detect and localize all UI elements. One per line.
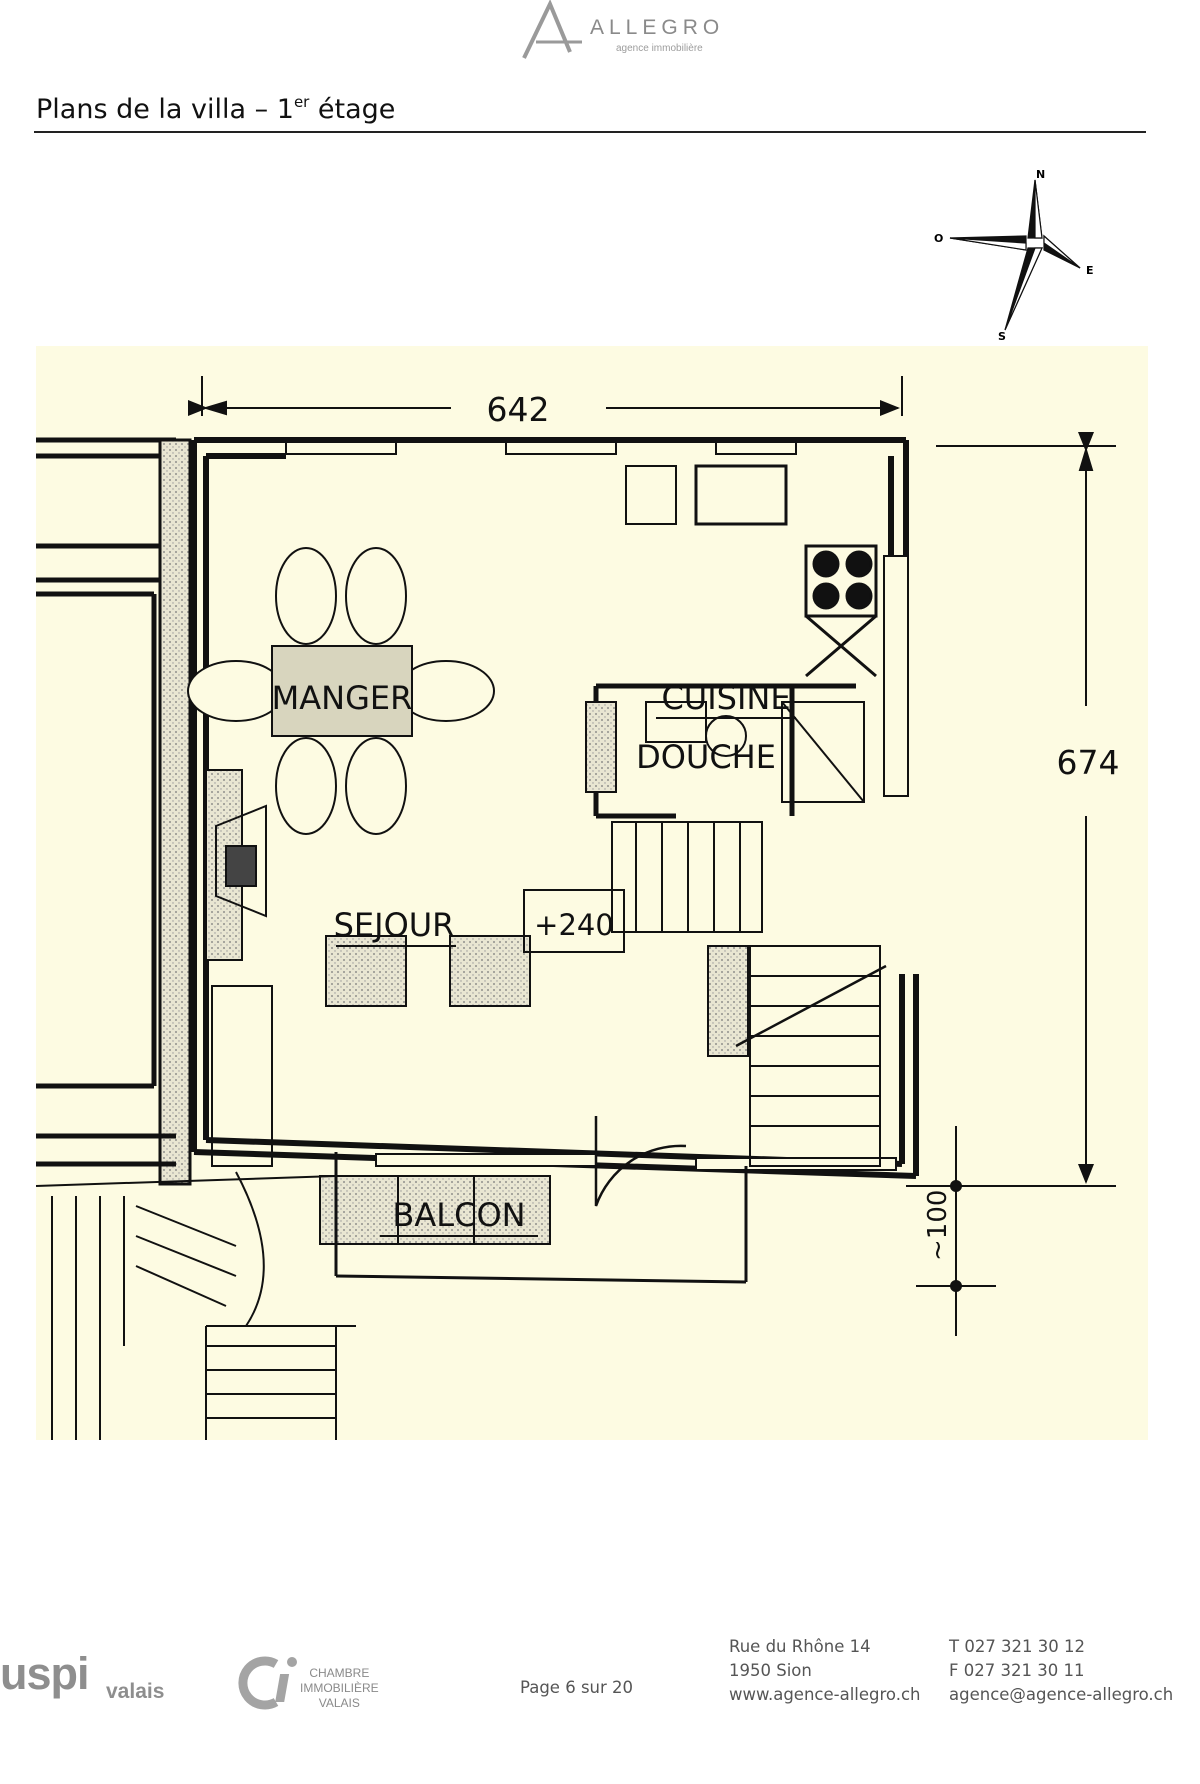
kitchen-stove (804, 544, 878, 678)
room-label-underlines (336, 717, 796, 1237)
page-total: 20 (612, 1678, 634, 1697)
compass-west: O (934, 232, 943, 245)
fireplace (205, 769, 267, 961)
balcony-outline (334, 1152, 748, 1284)
page-prefix: Page (520, 1678, 566, 1697)
brand-tagline: agence immobilière (616, 43, 703, 54)
room-label-sejour: SEJOUR (334, 906, 455, 944)
title-main: Plans de la villa – 1 (36, 94, 294, 125)
level-marker (523, 889, 625, 953)
chamber-line-3: VALAIS (318, 1696, 360, 1710)
email-link[interactable]: agence@agence-allegro.ch (949, 1685, 1174, 1704)
dimension-width-label: 642 (487, 390, 550, 429)
exterior-stairs (36, 1171, 356, 1440)
website-link[interactable]: www.agence-allegro.ch (729, 1685, 921, 1704)
dimension-width (188, 376, 903, 416)
page-number: Page 6 sur 20 (520, 1678, 633, 1697)
floor-plan: 642 674 ~100 (36, 346, 1148, 1440)
dimension-height-label: 674 (1057, 743, 1120, 782)
allegro-logo-mark (522, 0, 582, 59)
dimension-balcony-label: ~100 (923, 1190, 953, 1261)
level-label: +240 (534, 908, 614, 942)
room-label-cuisine: CUISINE (661, 679, 790, 717)
room-label-douche: DOUCHE (636, 738, 776, 776)
page-sep: sur (575, 1678, 613, 1697)
compass-south: S (998, 330, 1006, 340)
brand-name: ALLEGRO (590, 16, 725, 39)
phone-number[interactable]: T 027 321 30 12 (949, 1637, 1086, 1656)
dimension-balcony (916, 1126, 996, 1336)
chamber-name: CHAMBRE IMMOBILIÈRE VALAIS (300, 1666, 379, 1711)
compass-east: E (1086, 264, 1094, 277)
address-line-2: 1950 Sion (729, 1661, 812, 1680)
adjacent-building (36, 437, 192, 1186)
agency-address: Rue du Rhône 14 1950 Sion www.agence-all… (729, 1635, 921, 1707)
living-furniture (211, 935, 551, 1245)
dining-table (187, 547, 495, 835)
chamber-line-1: CHAMBRE (309, 1666, 370, 1680)
interior-stairs (611, 821, 887, 1167)
uspi-region: valais (106, 1680, 165, 1703)
title-superscript: er (293, 93, 310, 111)
room-label-balcon: BALCON (392, 1196, 525, 1234)
entry-door (594, 1116, 687, 1207)
title-divider (34, 131, 1146, 133)
compass-north: N (1036, 168, 1045, 181)
compass-rose-icon: N O E S (934, 168, 1094, 340)
chamber-line-2: IMMOBILIÈRE (300, 1681, 379, 1695)
fax-number: F 027 321 30 11 (949, 1661, 1085, 1680)
page-current: 6 (565, 1678, 576, 1697)
chamber-logo-icon (238, 1656, 297, 1710)
windows (285, 441, 909, 1171)
room-label-manger: MANGER (272, 679, 413, 717)
page-title: Plans de la villa – 1er étage (36, 93, 395, 125)
agency-contact: T 027 321 30 12 F 027 321 30 11 agence@a… (949, 1635, 1173, 1707)
uspi-logo: uspi (0, 1648, 90, 1699)
plan-paper (36, 346, 1148, 1440)
title-end: étage (309, 94, 396, 125)
address-line-1: Rue du Rhône 14 (729, 1637, 871, 1656)
